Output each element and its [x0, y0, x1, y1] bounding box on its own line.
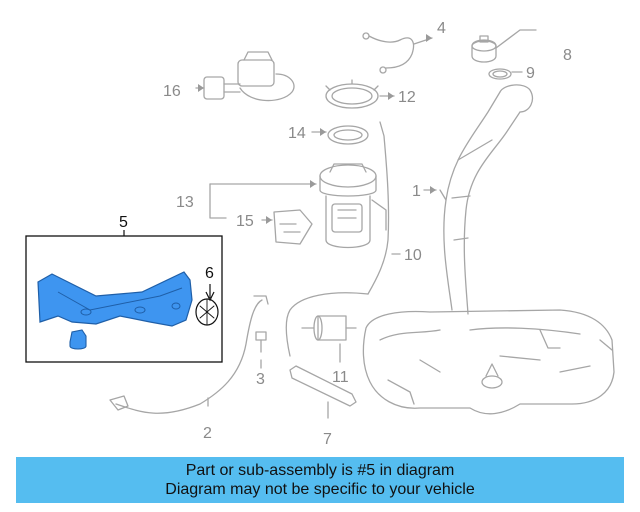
callout-9: 9 — [526, 65, 535, 82]
banner-line-2: Diagram may not be specific to your vehi… — [165, 481, 475, 498]
callout-14: 14 — [288, 125, 306, 142]
part-13-pump-module[interactable] — [209, 163, 387, 249]
part-5-heat-shield[interactable] — [37, 271, 193, 327]
part-1-filler-neck[interactable] — [423, 84, 534, 315]
part-9-oring[interactable] — [488, 68, 523, 80]
leader-arrowheads — [198, 34, 436, 224]
callout-7: 7 — [323, 431, 332, 448]
callout-4: 4 — [437, 20, 446, 37]
part-12-lock-ring[interactable] — [325, 79, 395, 109]
callout-2: 2 — [203, 425, 212, 442]
part-11-filter[interactable] — [301, 315, 357, 363]
callout-12: 12 — [398, 89, 416, 106]
part-3-bolt[interactable] — [255, 331, 267, 369]
part-7-strap[interactable] — [289, 365, 357, 419]
callout-6: 6 — [205, 265, 214, 282]
part-15-sender[interactable] — [261, 209, 313, 245]
callout-11: 11 — [332, 369, 349, 386]
part-2-line[interactable] — [109, 295, 269, 414]
part-5-plug[interactable] — [69, 329, 87, 350]
callout-15: 15 — [236, 213, 254, 230]
part-10-line[interactable] — [285, 121, 401, 357]
info-banner: Part or sub-assembly is #5 in diagram Di… — [16, 457, 624, 503]
part-5-detail-box — [25, 230, 223, 363]
callout-16: 16 — [163, 83, 181, 100]
part-8-cap[interactable] — [471, 29, 537, 63]
part-16-sensor[interactable] — [195, 51, 295, 102]
parts-diagram: 16 4 8 9 12 14 13 15 1 10 11 3 2 7 5 6 — [25, 20, 615, 448]
callout-3: 3 — [256, 371, 265, 388]
callout-5: 5 — [119, 214, 128, 231]
callout-10: 10 — [404, 247, 422, 264]
callout-13: 13 — [176, 194, 194, 211]
banner-line-1: Part or sub-assembly is #5 in diagram — [185, 462, 455, 479]
callout-8: 8 — [563, 47, 572, 64]
part-6-grommet[interactable] — [195, 298, 219, 326]
callout-1: 1 — [412, 183, 421, 200]
part-4-wire[interactable] — [362, 32, 433, 74]
fuel-tank — [362, 309, 615, 415]
